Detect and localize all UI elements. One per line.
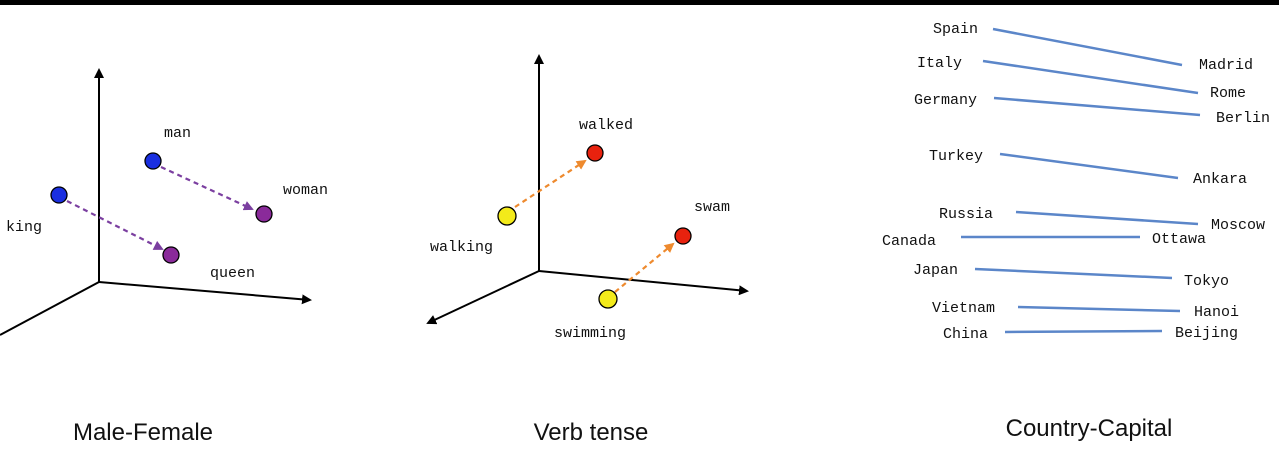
word-label-queen: queen: [210, 265, 255, 282]
capital-label-hanoi: Hanoi: [1194, 304, 1239, 321]
verb-tense-panel: walked walking swam swimming Verb tense: [426, 54, 749, 446]
man-to-woman-arrow: [160, 166, 254, 211]
country-capital-panel: Spain Italy Germany Turkey Russia Canada…: [882, 21, 1270, 442]
panel-caption-verb-tense: Verb tense: [534, 419, 649, 446]
capital-label-beijing: Beijing: [1175, 325, 1238, 342]
country-label-spain: Spain: [933, 21, 978, 38]
word-label-walked: walked: [579, 117, 633, 134]
country-label-japan: Japan: [913, 262, 958, 279]
country-label-russia: Russia: [939, 206, 993, 223]
swam-point: [674, 227, 692, 245]
z-axis: [426, 270, 540, 325]
country-label-china: China: [943, 326, 988, 343]
king-point: [50, 186, 68, 204]
link-germany-berlin: [993, 96, 1201, 117]
king-to-queen-arrow: [66, 200, 164, 250]
panel-caption-country-capital: Country-Capital: [1006, 415, 1173, 442]
woman-point: [255, 205, 273, 223]
walking-point: [497, 206, 517, 226]
swimming-point: [598, 289, 618, 309]
panel-caption-male-female: Male-Female: [73, 419, 213, 446]
capital-label-ankara: Ankara: [1193, 171, 1247, 188]
link-china-beijing: [1004, 329, 1163, 334]
queen-point: [162, 246, 180, 264]
country-label-vietnam: Vietnam: [932, 300, 995, 317]
x-axis: [98, 281, 312, 305]
swimming-to-swam-arrow: [614, 242, 675, 293]
word-label-swam: swam: [694, 199, 730, 216]
word-label-walking: walking: [430, 239, 493, 256]
country-label-italy: Italy: [917, 55, 962, 72]
capital-label-madrid: Madrid: [1199, 57, 1253, 74]
country-label-turkey: Turkey: [929, 148, 983, 165]
word-label-swimming: swimming: [554, 325, 626, 342]
link-italy-rome: [982, 59, 1199, 95]
country-label-germany: Germany: [914, 92, 977, 109]
capital-label-berlin: Berlin: [1216, 110, 1270, 127]
country-label-canada: Canada: [882, 233, 936, 250]
x-axis: [538, 270, 749, 296]
word-label-woman: woman: [283, 182, 328, 199]
capital-label-ottawa: Ottawa: [1152, 231, 1206, 248]
axes: [0, 68, 312, 336]
word-label-man: man: [164, 125, 191, 142]
z-axis: [0, 281, 100, 336]
link-turkey-ankara: [999, 152, 1179, 180]
walking-to-walked-arrow: [514, 159, 587, 208]
walked-point: [586, 144, 604, 162]
male-female-panel: man woman king queen Male-Female: [0, 68, 328, 446]
link-russia-moscow: [1015, 210, 1199, 226]
man-point: [144, 152, 162, 170]
word-label-king: king: [6, 219, 42, 236]
top-border: [0, 0, 1279, 5]
link-spain-madrid: [992, 27, 1183, 67]
capital-label-rome: Rome: [1210, 85, 1246, 102]
capital-label-moscow: Moscow: [1211, 217, 1265, 234]
link-japan-tokyo: [974, 267, 1173, 280]
axes: [426, 54, 749, 325]
capital-label-tokyo: Tokyo: [1184, 273, 1229, 290]
link-vietnam-hanoi: [1017, 305, 1181, 313]
